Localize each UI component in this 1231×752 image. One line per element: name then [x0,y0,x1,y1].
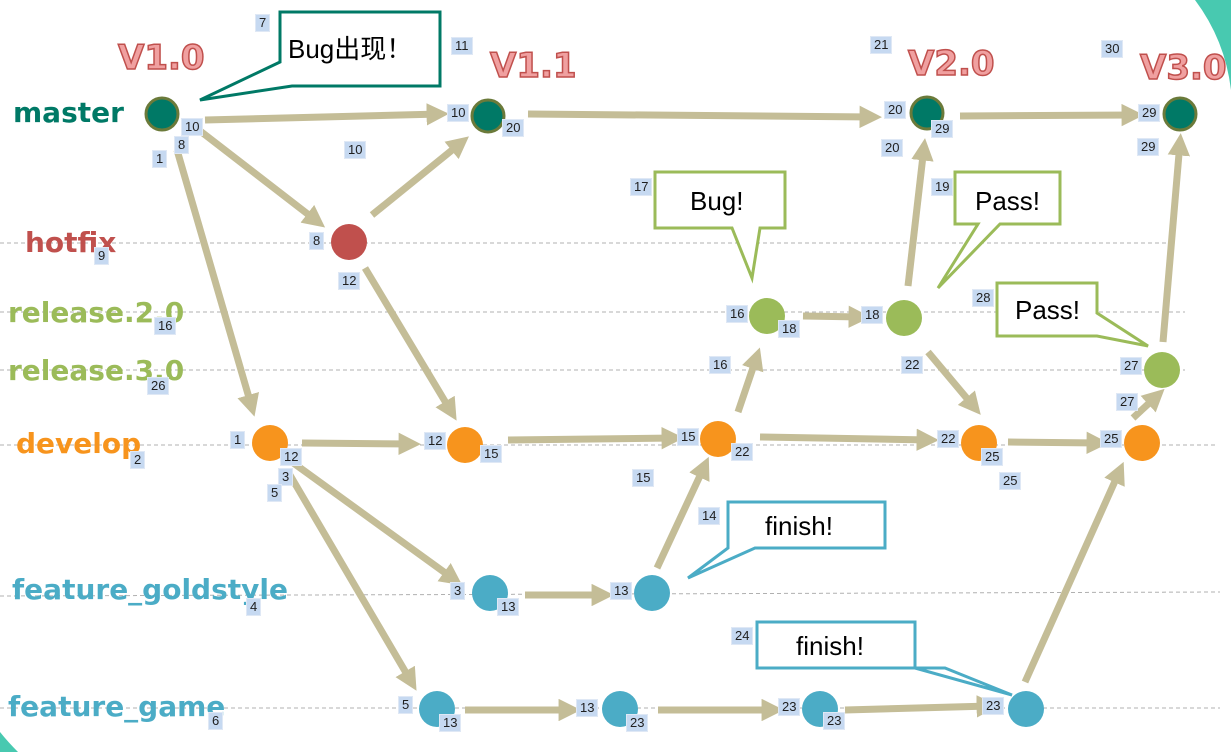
callout-bug-appeared: Bug出现！ [199,10,442,102]
step-tag: 5 [398,696,414,714]
step-tag: 10 [181,118,204,136]
step-tag: 17 [630,178,653,196]
step-tag: 4 [246,598,262,616]
lane-label-feature-game: feature_game [8,690,226,723]
step-tag: 15 [632,469,655,487]
step-tag: 26 [147,377,170,395]
step-tag: 18 [778,320,801,338]
step-tag: 24 [731,627,754,645]
step-tag: 3 [278,468,294,486]
step-tag: 23 [626,714,649,732]
step-tag: 20 [884,101,907,119]
version-label-v1-0: V1.0 [117,37,205,79]
callout-bug-text: Bug! [690,186,744,216]
step-tag: 22 [937,430,960,448]
callout-finish-goldstyle: finish! [687,500,887,580]
callout-bug: Bug! [653,170,787,284]
step-tag: 10 [344,141,367,159]
commit-goldstyle-2 [634,575,670,611]
commit-develop-2 [447,427,483,463]
commit-arrows [173,103,1191,722]
step-tag: 29 [931,120,954,138]
lane-label-develop: develop [16,427,142,460]
step-tag: 25 [999,472,1022,490]
step-tag: 16 [154,317,177,335]
step-tag: 1 [152,150,168,168]
step-tag: 27 [1116,393,1139,411]
lane-label-master: master [13,96,124,129]
commit-release2-a [749,298,785,334]
step-tag: 25 [1100,430,1123,448]
commit-master-v1-1 [470,98,506,134]
step-tag: 8 [174,136,190,154]
callout-bug-appeared-text: Bug出现！ [288,34,412,64]
corner-decoration-bottom [0,732,18,752]
step-tag: 13 [439,714,462,732]
step-tag: 8 [309,232,325,250]
step-tag: 3 [450,582,466,600]
step-tag: 5 [267,484,283,502]
step-tag: 6 [208,712,224,730]
step-tag: 16 [709,356,732,374]
callout-pass-release3: Pass! [995,281,1149,348]
commit-nodes [144,95,1198,727]
step-tag: 10 [447,104,470,122]
version-label-v1-1: V1.1 [489,45,577,87]
step-tag: 18 [861,306,884,324]
step-tag: 21 [870,36,893,54]
lane-label-feature-goldstyle: feature_goldstyle [12,573,288,606]
step-tag: 15 [480,445,503,463]
step-tag: 2 [130,451,146,469]
step-tag: 16 [726,305,749,323]
step-tag: 1 [230,431,246,449]
step-tag: 13 [497,598,520,616]
version-label-v2-0: V2.0 [907,43,995,85]
callout-pass-release3-text: Pass! [1015,295,1080,325]
callout-finish-game: finish! [755,620,1013,697]
commit-release3 [1144,352,1180,388]
step-tag: 29 [1137,138,1160,156]
callout-finish-game-text: finish! [796,631,864,661]
step-tag: 7 [255,14,271,32]
step-tag: 13 [610,582,633,600]
step-tag: 20 [881,139,904,157]
step-tag: 14 [698,507,721,525]
commit-game-4 [1008,691,1044,727]
step-tag: 29 [1138,104,1161,122]
step-tag: 25 [981,448,1004,466]
step-tag: 23 [778,698,801,716]
step-tag: 12 [338,272,361,290]
commit-hotfix [331,224,367,260]
step-tag: 12 [424,432,447,450]
step-tag: 11 [451,37,473,55]
commit-master-v3-0 [1162,96,1198,132]
commit-release2-b [886,300,922,336]
commit-develop-3 [700,421,736,457]
step-tag: 28 [972,289,995,307]
callout-pass-release2-text: Pass! [975,186,1040,216]
step-tag: 27 [1120,357,1143,375]
commit-master-v1-0 [144,96,180,132]
commit-develop-1 [252,425,288,461]
corner-decoration [1195,0,1231,90]
step-tag: 20 [502,119,525,137]
callout-pass-release2: Pass! [936,170,1062,290]
step-tag: 30 [1101,40,1124,58]
step-tag: 15 [677,428,700,446]
step-tag: 23 [982,697,1005,715]
step-tag: 22 [731,443,754,461]
callout-finish-goldstyle-text: finish! [765,511,833,541]
step-tag: 23 [823,712,846,730]
step-tag: 22 [901,356,924,374]
step-tag: 12 [280,448,303,466]
version-label-v3-0: V3.0 [1139,47,1227,89]
step-tag: 13 [576,699,599,717]
step-tag: 9 [94,247,110,265]
step-tag: 19 [931,178,954,196]
commit-develop-5 [1124,425,1160,461]
